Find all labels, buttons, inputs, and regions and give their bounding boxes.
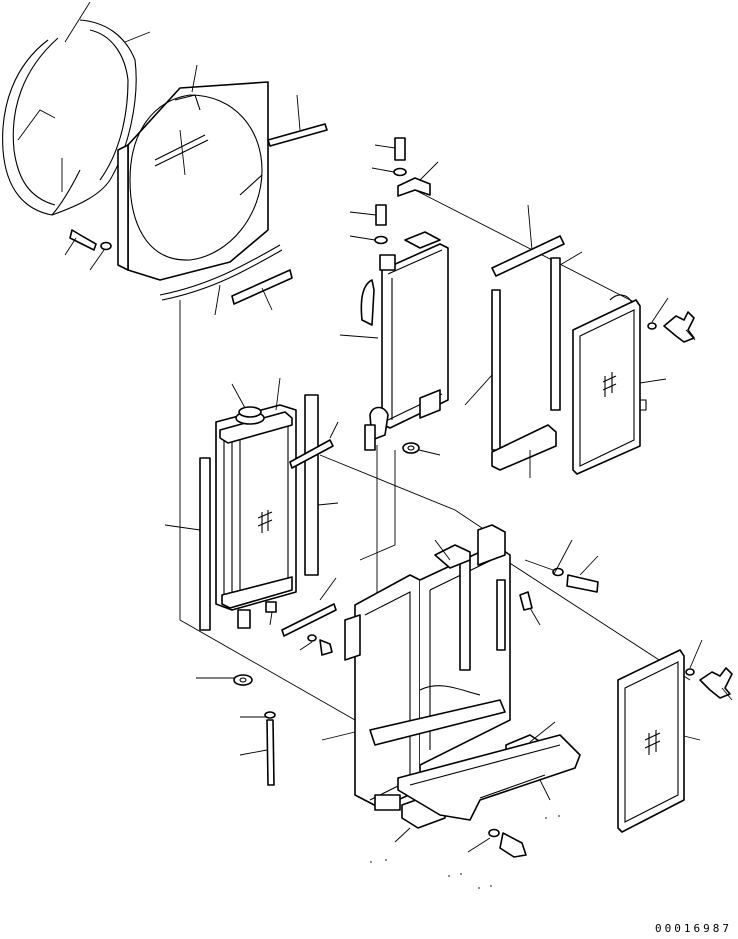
- shroud-washer: [89, 241, 112, 271]
- radiator-cap: [231, 383, 265, 425]
- radiator-frame: [321, 524, 541, 811]
- radiator-core-icon: [257, 510, 273, 533]
- cooler-bracket: [397, 161, 439, 197]
- radiator-mount: [196, 674, 253, 686]
- cooler-washer: [349, 167, 407, 245]
- foam-seal-strip: [159, 94, 328, 316]
- fan-shroud: [117, 64, 269, 281]
- shroud-leader: [179, 64, 198, 176]
- lower-screen-grid-icon: [644, 730, 661, 755]
- fan-shroud-ring-seal: [2, 1, 151, 216]
- shroud-bolt: [64, 229, 97, 256]
- drain-valve: [265, 601, 333, 656]
- under-cover: [397, 734, 581, 821]
- cooler-bolt: [349, 137, 406, 226]
- ring-seal-leaders: [17, 1, 151, 192]
- drawing-number: 00016987: [655, 922, 732, 935]
- frame-bolt: [467, 539, 599, 858]
- wing-nut: [647, 297, 733, 701]
- drain-pipe: [239, 711, 276, 786]
- assembly-centerlines: [179, 189, 691, 735]
- oil-cooler: [339, 231, 449, 451]
- reference-marks: [370, 815, 560, 889]
- lower-dust-screen: [617, 649, 701, 833]
- cooler-seal-frame: [464, 204, 583, 478]
- rubber-mount: [402, 442, 441, 456]
- radiator-side-seals: [199, 394, 339, 637]
- upper-dust-screen: [572, 294, 667, 475]
- upper-screen-grid-icon: [602, 372, 617, 397]
- radiator: [164, 377, 297, 629]
